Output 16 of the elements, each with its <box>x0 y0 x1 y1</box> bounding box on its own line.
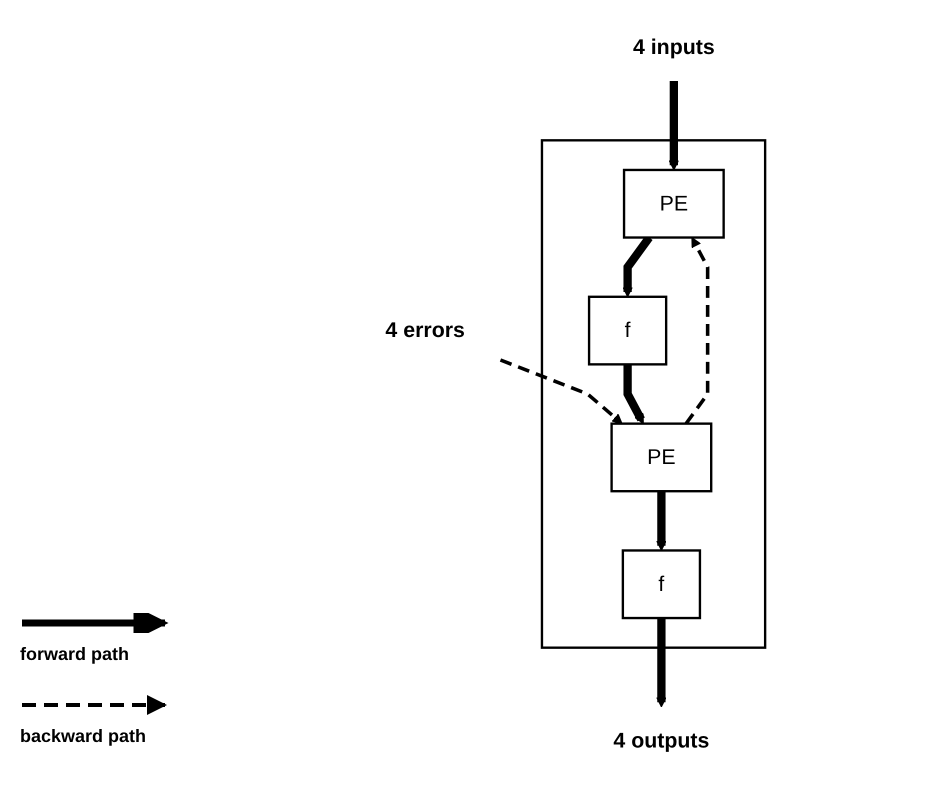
node-text: 4 inputs <box>632 34 715 58</box>
node-box: f <box>622 548 702 619</box>
arrow <box>668 80 680 170</box>
arrow <box>656 490 667 550</box>
arrow <box>500 358 623 424</box>
legend-text: forward path <box>20 644 130 665</box>
node-box: PE <box>610 422 712 492</box>
arrow <box>656 618 667 707</box>
legend-text: backward path <box>20 726 148 747</box>
node-box: f <box>588 295 668 366</box>
node-text: 4 errors <box>385 318 465 342</box>
node-box: PE <box>622 168 725 238</box>
node-text: 4 outputs <box>613 728 710 752</box>
arrow <box>623 364 645 424</box>
cluster <box>540 138 766 648</box>
arrow <box>684 236 710 424</box>
